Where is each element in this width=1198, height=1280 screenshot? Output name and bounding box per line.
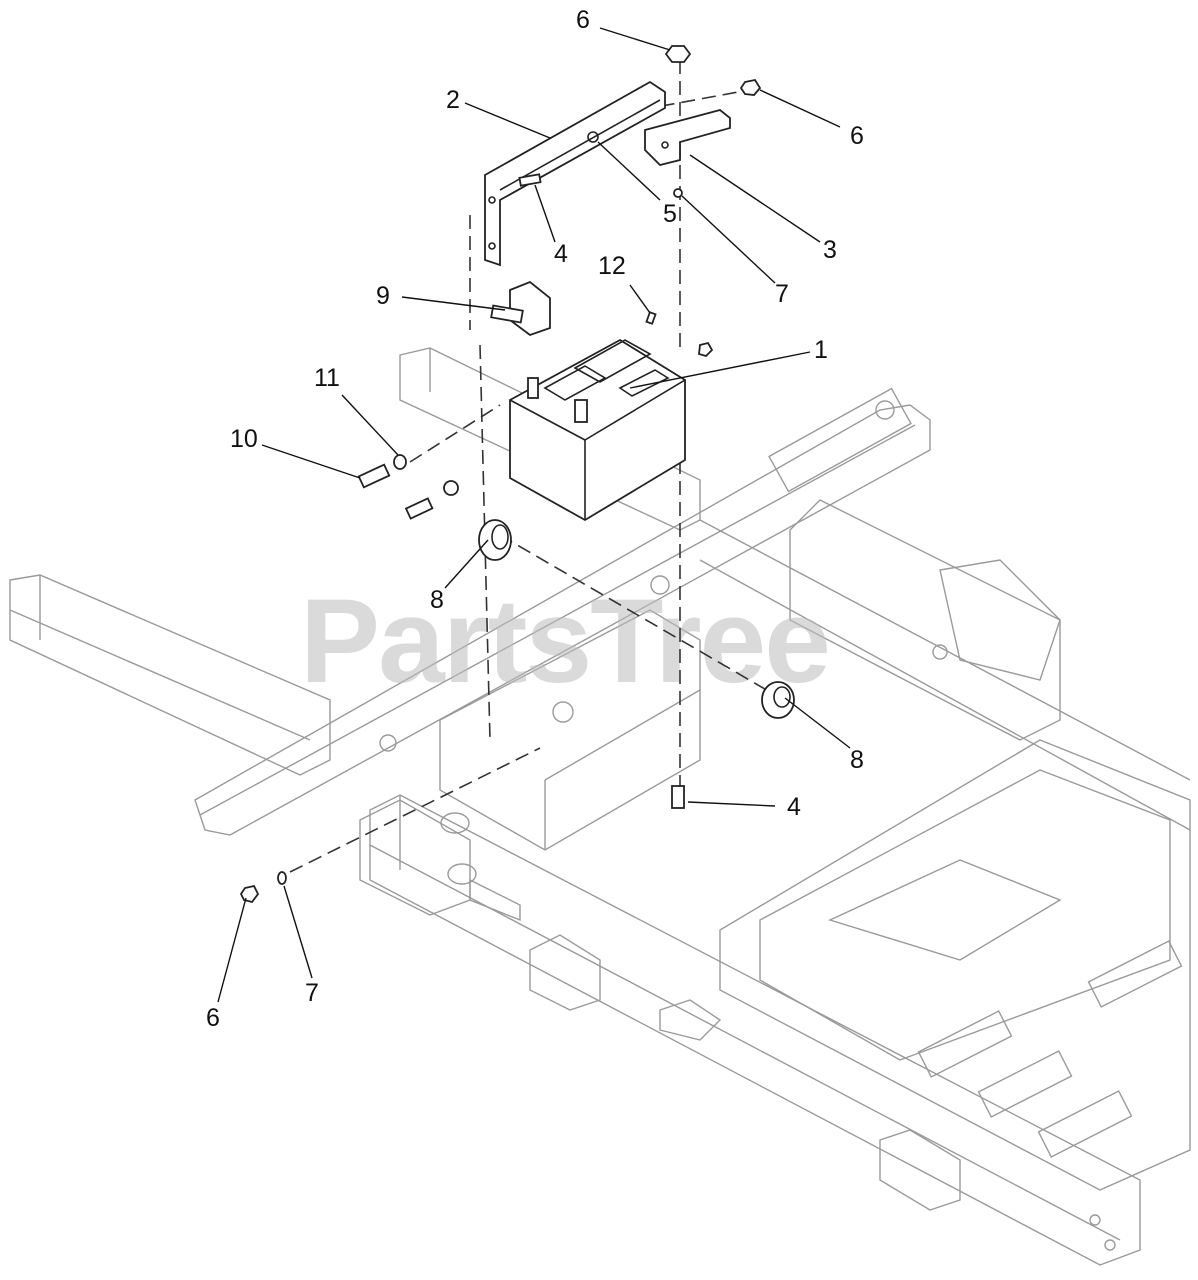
callout-6-bottom: 6 xyxy=(206,1004,220,1032)
leader-lines xyxy=(217,27,851,1003)
bracket-arm xyxy=(644,109,731,166)
terminal-cover xyxy=(490,280,551,337)
callout-4-bottom: 4 xyxy=(787,793,801,821)
watermark: PartsTree xyxy=(300,574,829,708)
callout-11: 11 xyxy=(314,364,340,392)
mower-frame xyxy=(9,347,1191,1266)
callout-12: 12 xyxy=(598,252,626,280)
callout-6-top: 6 xyxy=(576,6,590,34)
callout-8-right: 8 xyxy=(850,746,864,774)
callout-1: 1 xyxy=(814,336,828,364)
callout-8-left: 8 xyxy=(430,586,444,614)
callout-9: 9 xyxy=(376,282,390,310)
callouts: 6 2 6 5 4 3 12 7 9 1 11 10 8 8 4 6 7 xyxy=(206,6,864,1032)
callout-10: 10 xyxy=(230,425,258,453)
callout-4-top: 4 xyxy=(554,240,568,268)
callout-7-top: 7 xyxy=(775,280,789,308)
callout-5: 5 xyxy=(663,200,677,228)
callout-7-bottom: 7 xyxy=(305,979,319,1007)
fasteners xyxy=(239,45,762,904)
callout-3: 3 xyxy=(823,236,837,264)
battery xyxy=(509,338,686,522)
callout-2: 2 xyxy=(446,86,460,114)
hold-down-bracket xyxy=(484,80,666,267)
grommets xyxy=(478,519,795,719)
callout-6-right: 6 xyxy=(850,122,864,150)
